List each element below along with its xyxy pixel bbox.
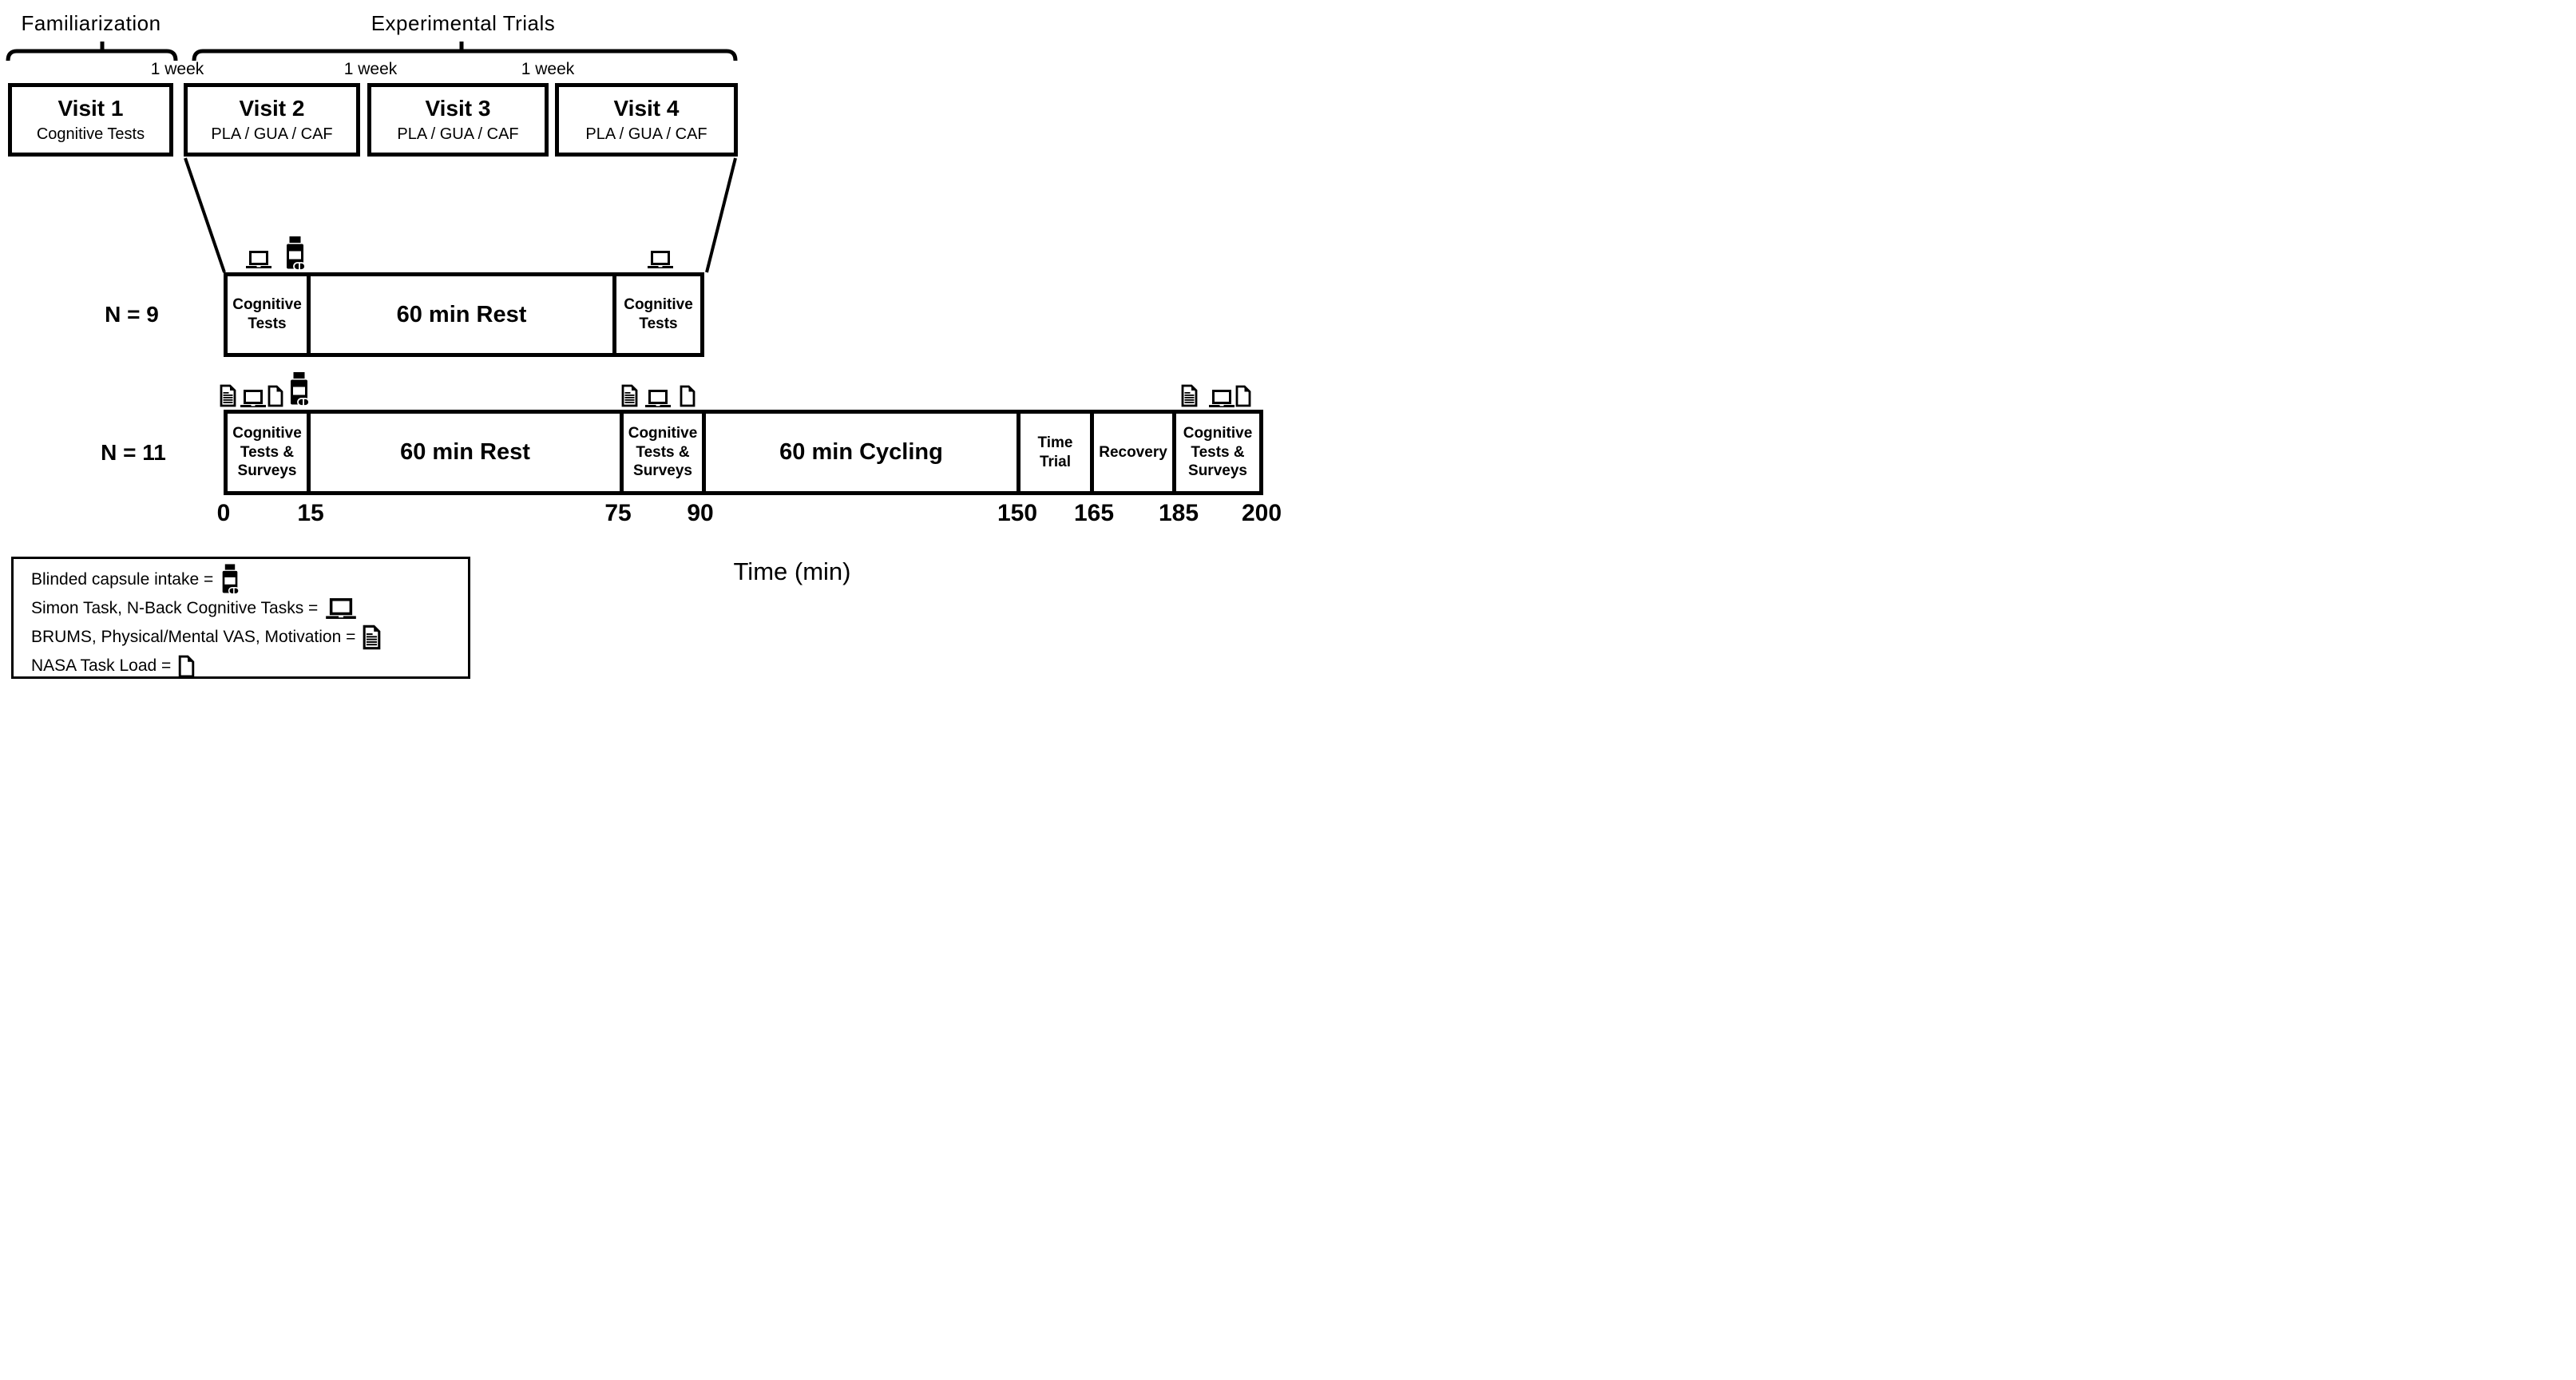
week-gap-label: 1 week [521,60,575,78]
laptop-icon [645,390,671,407]
study-design-figure: Familiarization Experimental Trials 1 we… [0,0,1288,690]
timeline-segment: 60 min Cycling [706,414,1020,491]
legend-item: BRUMS, Physical/Mental VAS, Motivation = [31,623,460,652]
visit-title: Visit 3 [425,96,491,121]
pill-bottle-icon [287,236,306,271]
laptop-icon [648,251,673,268]
timeline-segment: Time Trial [1020,414,1094,491]
document-lines-icon [363,625,381,650]
time-axis-label: Time (min) [733,557,851,585]
visit-title: Visit 2 [239,96,305,121]
group-n9-label: N = 9 [105,302,159,327]
laptop-icon [1209,390,1234,407]
pill-bottle-icon [220,564,240,596]
timeline-segment: Cognitive Tests & Surveys [624,414,706,491]
document-lines-icon [1181,384,1198,407]
time-tick: 150 [997,500,1038,526]
legend-item: Simon Task, N-Back Cognitive Tasks = [31,594,460,623]
time-tick: 0 [216,500,231,526]
visit-subtitle: PLA / GUA / CAF [397,125,519,143]
legend-box: Blinded capsule intake = Simon Task, N-B… [11,557,470,679]
document-lines-icon [220,384,236,407]
legend-item: Blinded capsule intake = [31,564,460,596]
timeline-segment: Cognitive Tests [624,296,693,332]
pill-bottle-icon [291,372,310,406]
time-tick: 75 [604,500,632,526]
timeline-segment: 60 min Rest [311,276,616,353]
familiarization-bracket [6,42,178,61]
familiarization-phase-label: Familiarization [21,11,161,35]
timeline-segment: Cognitive Tests & Surveys [228,414,311,491]
blank-page-icon [178,655,195,678]
timeline-segment: 60 min Rest [311,414,624,491]
visit-1-box: Visit 1 Cognitive Tests [8,83,173,157]
week-gap-label: 1 week [150,60,204,78]
time-tick: 90 [687,500,714,526]
time-tick: 15 [297,500,324,526]
time-tick: 185 [1158,500,1199,526]
n11-timeline-row: Cognitive Tests & Surveys 60 min Rest Co… [224,410,1263,495]
group-n11-label: N = 11 [101,440,166,465]
timeline-segment: Cognitive Tests & Surveys [1183,424,1253,480]
laptop-icon [240,390,266,407]
visit-title: Visit 1 [57,96,124,121]
visit-subtitle: PLA / GUA / CAF [585,125,707,143]
blank-page-icon [268,385,283,407]
visit-2-box: Visit 2 PLA / GUA / CAF [184,83,360,157]
laptop-icon [246,251,271,268]
document-lines-icon [621,384,638,407]
visit-4-box: Visit 4 PLA / GUA / CAF [555,83,738,157]
experimental-trials-phase-label: Experimental Trials [371,11,556,35]
legend-item-label: Simon Task, N-Back Cognitive Tasks = [31,599,319,617]
time-tick: 165 [1073,500,1115,526]
timeline-segment: Recovery [1094,414,1176,491]
n9-timeline-row: Cognitive Tests 60 min Rest Cognitive Te… [224,272,704,357]
blank-page-icon [1235,385,1251,407]
blank-page-icon [680,385,696,407]
visit-subtitle: Cognitive Tests [36,125,145,143]
laptop-icon [325,598,357,619]
legend-item-label: Blinded capsule intake = [31,570,214,589]
legend-item-label: NASA Task Load = [31,656,172,675]
visit-3-box: Visit 3 PLA / GUA / CAF [367,83,549,157]
timeline-segment: Cognitive Tests [228,276,311,353]
experimental-trials-bracket [192,42,738,61]
legend-item-label: BRUMS, Physical/Mental VAS, Motivation = [31,628,356,646]
time-tick: 200 [1241,500,1282,526]
week-gap-label: 1 week [343,60,398,78]
legend-item: NASA Task Load = [31,652,460,680]
visit-title: Visit 4 [613,96,680,121]
visit-subtitle: PLA / GUA / CAF [211,125,333,143]
